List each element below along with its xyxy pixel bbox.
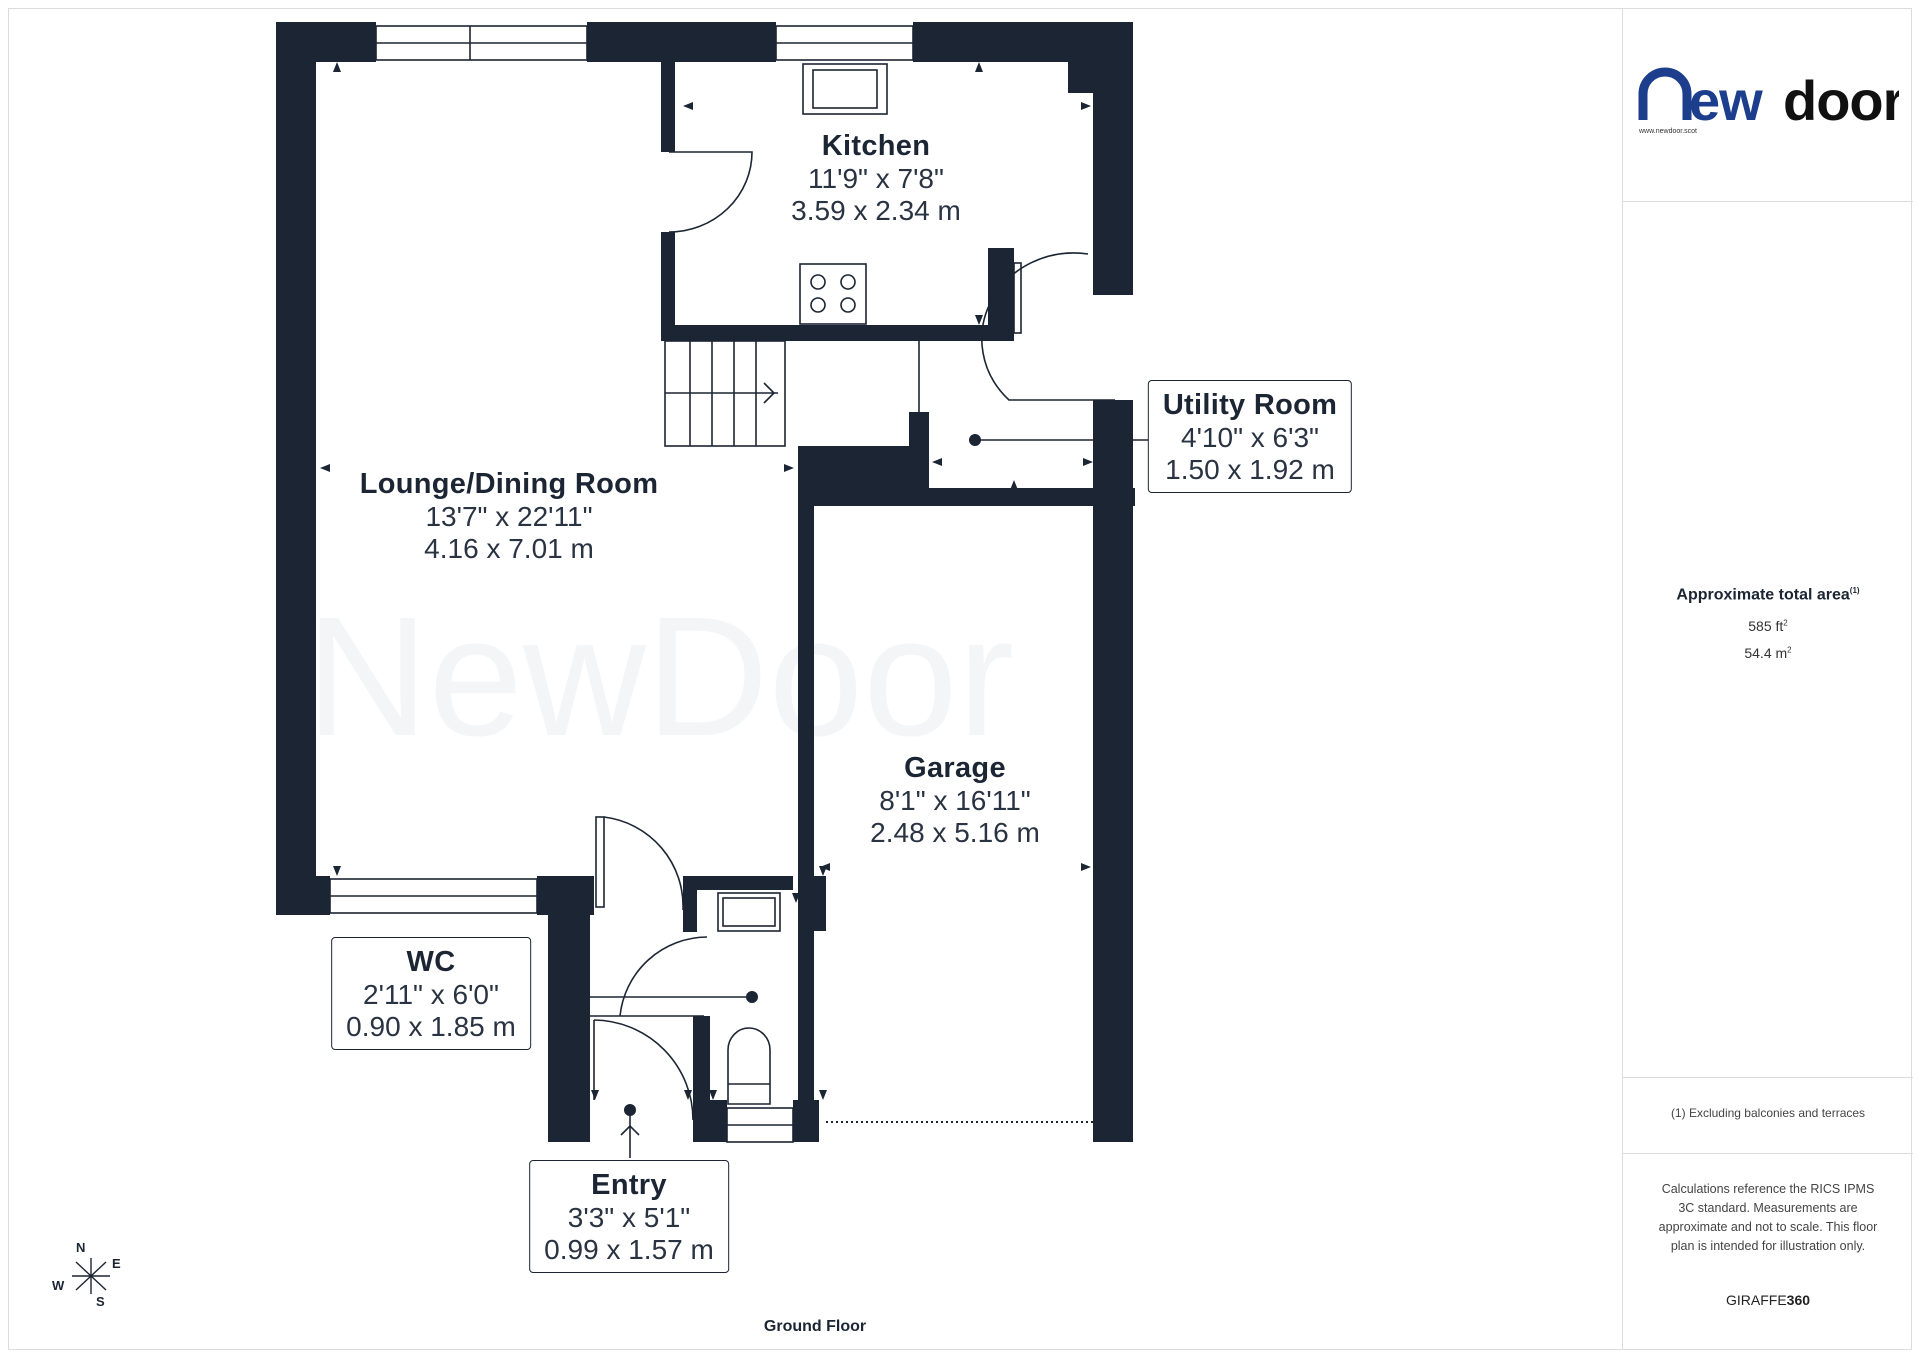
room-name: Lounge/Dining Room xyxy=(359,468,659,500)
room-dim-imperial: 4'10" x 6'3" xyxy=(1181,422,1319,453)
compass: N E S W xyxy=(52,1240,121,1309)
room-label-garage: Garage 8'1" x 16'11" 2.48 x 5.16 m xyxy=(870,752,1040,849)
room-name: Garage xyxy=(904,752,1006,784)
sidebar: ew door www.newdoor.scot Approximate tot… xyxy=(1622,8,1913,1350)
area-m-text: 54.4 m xyxy=(1744,645,1788,661)
sidebar-divider xyxy=(1623,201,1913,202)
room-dim-metric: 3.59 x 2.34 m xyxy=(791,195,961,226)
room-label-kitchen: Kitchen 11'9" x 7'8" 3.59 x 2.34 m xyxy=(791,130,961,227)
room-dim-metric: 1.50 x 1.92 m xyxy=(1165,454,1335,485)
room-name: Entry xyxy=(591,1169,667,1201)
sidebar-divider xyxy=(1623,1077,1913,1078)
room-dim-metric: 0.90 x 1.85 m xyxy=(346,1011,516,1042)
maker-prefix: GIRAFFE xyxy=(1725,1292,1787,1308)
room-label-entry: Entry 3'3" x 5'1" 0.99 x 1.57 m xyxy=(529,1160,729,1273)
windows xyxy=(329,25,1093,1143)
stairs xyxy=(664,340,920,447)
watermark: NewDoor xyxy=(306,582,1015,772)
maker-suffix: 360 xyxy=(1786,1292,1811,1308)
sidebar-divider xyxy=(1623,1153,1913,1154)
floor-plan: NewDoor xyxy=(52,22,1148,1309)
compass-w: W xyxy=(52,1278,65,1293)
brand-website: www.newdoor.scot xyxy=(1639,128,1697,135)
area-m: 54.4 m2 xyxy=(1623,645,1913,661)
brand-logo: ew door www.newdoor.scot xyxy=(1637,66,1905,136)
area-title-text: Approximate total area xyxy=(1676,586,1850,604)
maker-credit: GIRAFFE360 xyxy=(1623,1292,1913,1308)
room-dim-imperial: 8'1" x 16'11" xyxy=(879,785,1031,816)
footnote: (1) Excluding balconies and terraces xyxy=(1670,1106,1866,1120)
room-dim-imperial: 3'3" x 5'1" xyxy=(567,1202,691,1233)
area-ft: 585 ft2 xyxy=(1623,618,1913,634)
room-dim-imperial: 11'9" x 7'8" xyxy=(808,163,944,194)
area-ft-power: 2 xyxy=(1783,618,1788,628)
room-label-lounge: Lounge/Dining Room 13'7" x 22'11" 4.16 x… xyxy=(360,468,659,565)
room-dim-metric: 0.99 x 1.57 m xyxy=(544,1234,714,1265)
leader-lines xyxy=(590,434,1148,1158)
room-dim-metric: 2.48 x 5.16 m xyxy=(870,817,1040,848)
room-name: Kitchen xyxy=(821,130,931,162)
doors xyxy=(590,151,1115,1121)
room-name: Utility Room xyxy=(1162,389,1338,421)
newdoor-logo-icon: ew door xyxy=(1638,67,1905,132)
page-frame xyxy=(8,8,1912,1350)
room-label-wc: WC 2'11" x 6'0" 0.90 x 1.85 m xyxy=(331,937,531,1050)
area-title: Approximate total area(1) xyxy=(1623,586,1913,604)
wc-fixtures xyxy=(717,892,781,1105)
compass-n: N xyxy=(76,1240,85,1255)
area-footnote-mark: (1) xyxy=(1849,586,1860,595)
svg-text:door: door xyxy=(1783,69,1899,132)
disclaimer: Calculations reference the RICS IPMS 3C … xyxy=(1658,1182,1878,1253)
svg-text:ew: ew xyxy=(1689,69,1763,132)
room-label-utility: Utility Room 4'10" x 6'3" 1.50 x 1.92 m xyxy=(1147,380,1353,493)
walls xyxy=(276,22,1135,1142)
kitchen-fixtures xyxy=(799,63,888,325)
room-dim-metric: 4.16 x 7.01 m xyxy=(424,533,594,564)
area-m-power: 2 xyxy=(1787,645,1792,655)
room-dim-imperial: 2'11" x 6'0" xyxy=(363,979,499,1010)
measure-marks xyxy=(320,62,1093,1100)
compass-e: E xyxy=(112,1256,121,1271)
floor-label: Ground Floor xyxy=(763,1318,867,1335)
compass-s: S xyxy=(96,1294,105,1309)
area-ft-text: 585 ft xyxy=(1748,618,1784,634)
room-name: WC xyxy=(406,946,456,978)
room-dim-imperial: 13'7" x 22'11" xyxy=(425,501,593,532)
